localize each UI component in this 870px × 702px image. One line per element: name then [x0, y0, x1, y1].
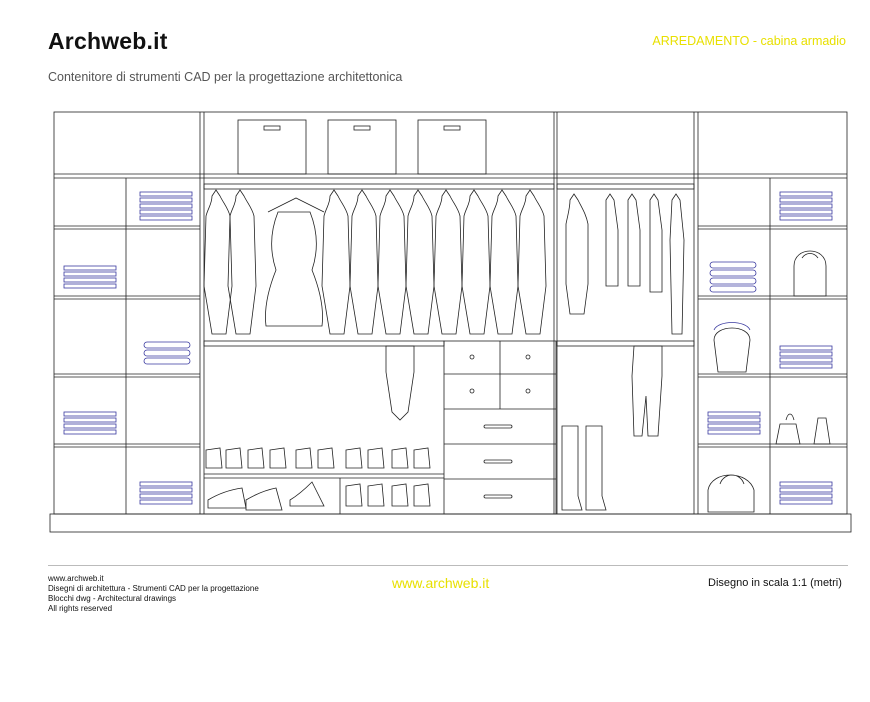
- shoes-row: [205, 447, 431, 511]
- shirt: [605, 193, 619, 287]
- boot: [585, 425, 607, 511]
- brand-logo: Archweb.it: [48, 28, 168, 54]
- coat: [669, 193, 685, 335]
- shirt: [627, 193, 641, 287]
- hanging-rod: [203, 340, 445, 347]
- jacket: [405, 189, 435, 335]
- footer-line4: All rights reserved: [48, 604, 113, 613]
- storage-box: [417, 119, 487, 175]
- folded-stack: [779, 345, 833, 369]
- folded-stack: [707, 411, 761, 435]
- handbag: [707, 474, 755, 513]
- jacket: [377, 189, 407, 335]
- jacket: [489, 189, 519, 335]
- folded-stack: [143, 341, 191, 365]
- footer-credits: www.archweb.it Disegni di architettura -…: [48, 574, 259, 614]
- handbag: [713, 327, 751, 373]
- hanging-rod: [203, 183, 555, 190]
- jacket: [517, 189, 547, 335]
- hanging-rod: [556, 183, 695, 190]
- jacket: [349, 189, 379, 335]
- trousers: [631, 345, 663, 437]
- footer-line3: Blocchi dwg - Architectural drawings: [48, 594, 177, 603]
- shirt: [649, 193, 663, 293]
- footer-line2: Disegni di architettura - Strumenti CAD …: [48, 584, 259, 593]
- jacket: [321, 189, 351, 335]
- footer-link[interactable]: www.archweb.it: [392, 575, 490, 591]
- drawing-category: ARREDAMENTO - cabina armadio: [652, 34, 846, 48]
- scale-note: Disegno in scala 1:1 (metri): [708, 577, 842, 589]
- footer-site[interactable]: www.archweb.it: [48, 574, 104, 583]
- boot: [561, 425, 583, 511]
- wardrobe-frame: [53, 111, 848, 515]
- folded-stack: [709, 261, 757, 293]
- storage-box: [327, 119, 397, 175]
- folded-stack: [63, 411, 117, 435]
- storage-box: [237, 119, 307, 175]
- folded-stack: [139, 481, 193, 505]
- bottle-bag: [813, 417, 831, 445]
- hanging-rod: [556, 340, 695, 347]
- folded-stack: [139, 191, 193, 221]
- folded-stack: [779, 191, 833, 221]
- jacket: [203, 189, 233, 335]
- dress: [265, 197, 325, 327]
- footer-divider: [48, 565, 848, 566]
- jacket: [227, 189, 257, 335]
- folded-stack: [63, 265, 117, 289]
- small-bag: [775, 413, 801, 445]
- handbag: [793, 250, 827, 297]
- folded-stack: [779, 481, 833, 505]
- jacket: [433, 189, 463, 335]
- wardrobe-plinth: [49, 513, 852, 533]
- bag-handle: [713, 322, 751, 331]
- jacket: [565, 193, 589, 315]
- trousers: [385, 345, 415, 421]
- page-subtitle: Contenitore di strumenti CAD per la prog…: [48, 70, 403, 84]
- jacket: [461, 189, 491, 335]
